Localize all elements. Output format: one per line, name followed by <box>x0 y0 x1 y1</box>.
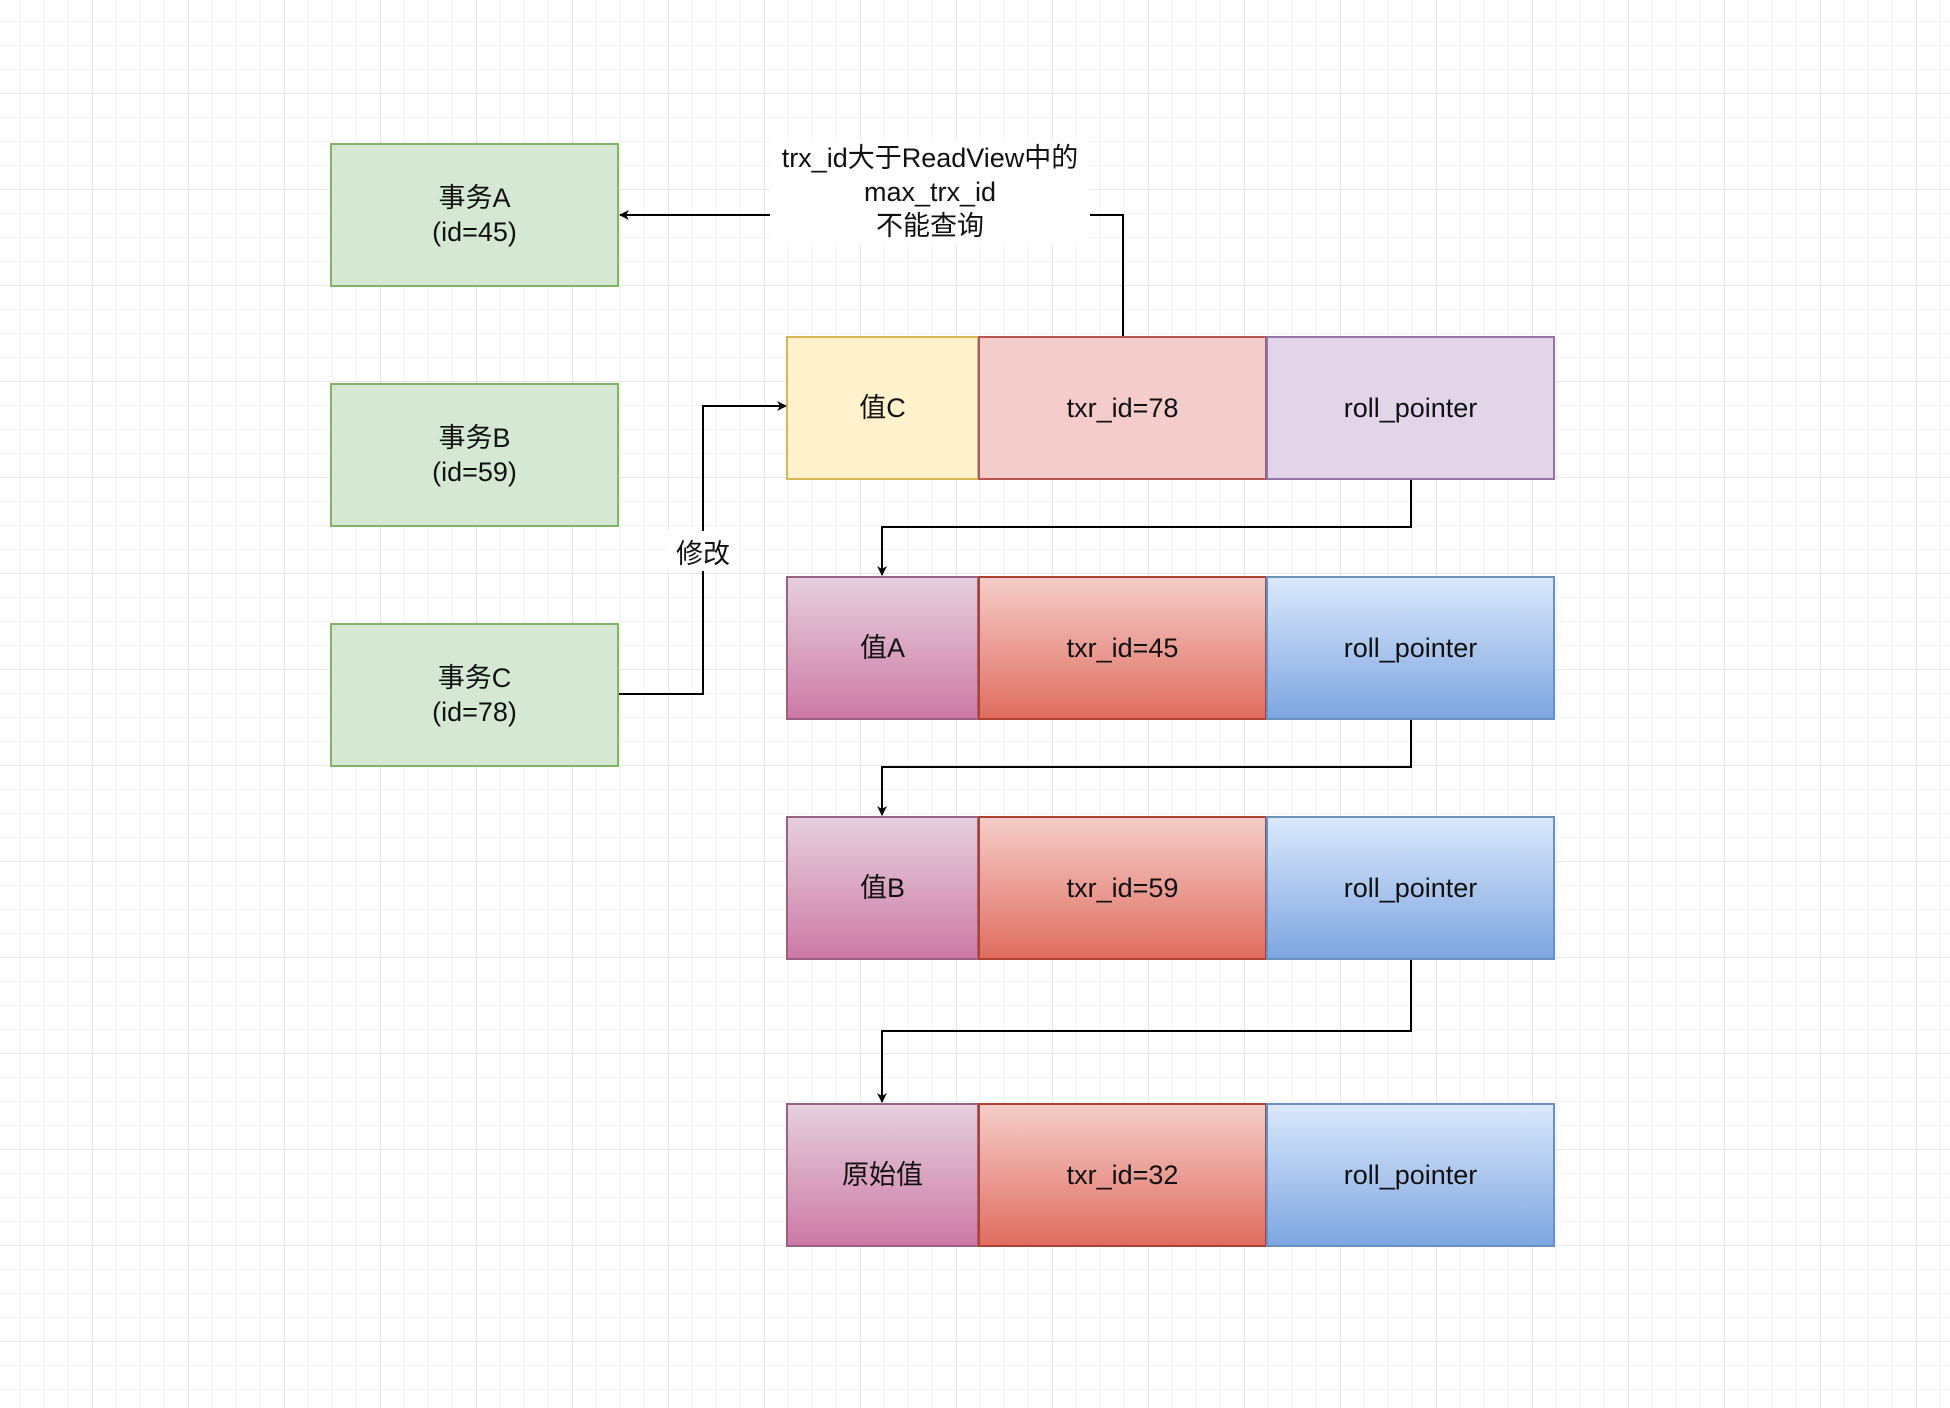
roll-pointer-link-2 <box>877 720 1412 816</box>
version-3-value: 值B <box>786 816 979 960</box>
version-1-trx-id-text: txr_id=78 <box>1066 393 1179 423</box>
version-4-value: 原始值 <box>786 1103 979 1247</box>
transaction-a: 事务A (id=45) <box>330 143 619 287</box>
version-4-value-text: 原始值 <box>842 1160 923 1190</box>
version-1-trx-id: txr_id=78 <box>978 336 1267 480</box>
transaction-b-id: (id=59) <box>432 457 517 487</box>
version-1-value-text: 值C <box>859 393 906 423</box>
version-1-value: 值C <box>786 336 979 480</box>
version-2-value: 值A <box>786 576 979 720</box>
cannot-read-arrow <box>1090 214 1124 336</box>
version-1-roll-pointer: roll_pointer <box>1266 336 1555 480</box>
readview-note: trx_id大于ReadView中的 max_trx_id 不能查询 <box>770 140 1090 244</box>
version-4-trx-id-text: txr_id=32 <box>1066 1160 1179 1190</box>
transaction-c: 事务C (id=78) <box>330 623 619 767</box>
transaction-b: 事务B (id=59) <box>330 383 619 527</box>
modify-label-text: 修改 <box>676 538 730 569</box>
roll-pointer-link-1 <box>877 480 1412 576</box>
version-3-trx-id-text: txr_id=59 <box>1066 873 1179 903</box>
transaction-c-id: (id=78) <box>432 697 517 727</box>
version-4-roll-pointer-text: roll_pointer <box>1343 1160 1478 1190</box>
version-4-trx-id: txr_id=32 <box>978 1103 1267 1247</box>
transaction-a-name: 事务A <box>438 183 511 213</box>
transaction-c-name: 事务C <box>437 663 512 693</box>
version-3-trx-id: txr_id=59 <box>978 816 1267 960</box>
readview-note-line-2: max_trx_id <box>863 177 997 207</box>
readview-note-line-1: trx_id大于ReadView中的 <box>781 143 1079 173</box>
modify-label: 修改 <box>666 531 740 571</box>
version-3-roll-pointer: roll_pointer <box>1266 816 1555 960</box>
version-4-roll-pointer: roll_pointer <box>1266 1103 1555 1247</box>
version-2-trx-id-text: txr_id=45 <box>1066 633 1179 663</box>
roll-pointer-link-3 <box>877 960 1412 1103</box>
version-3-value-text: 值B <box>859 873 905 903</box>
version-2-trx-id: txr_id=45 <box>978 576 1267 720</box>
version-2-value-text: 值A <box>859 633 905 663</box>
version-1-roll-pointer-text: roll_pointer <box>1343 393 1478 423</box>
transaction-b-name: 事务B <box>438 423 511 453</box>
version-2-roll-pointer: roll_pointer <box>1266 576 1555 720</box>
readview-note-line-3: 不能查询 <box>876 211 984 241</box>
version-2-roll-pointer-text: roll_pointer <box>1343 633 1478 663</box>
version-3-roll-pointer-text: roll_pointer <box>1343 873 1478 903</box>
transaction-a-id: (id=45) <box>432 217 517 247</box>
